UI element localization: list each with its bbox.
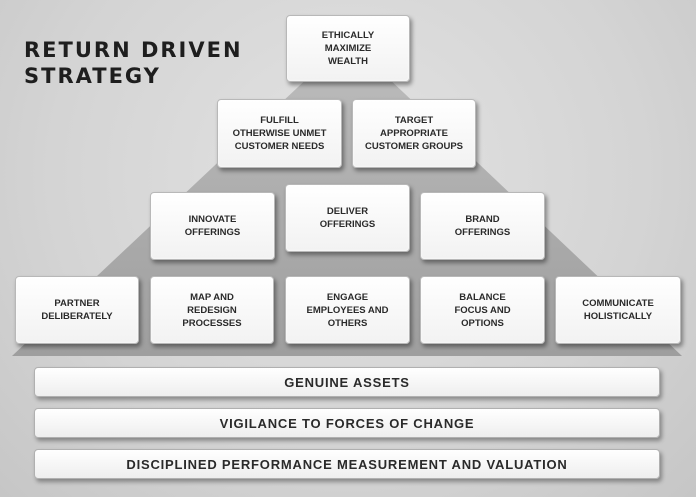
foundation-genuine-assets: GENUINE ASSETS <box>34 367 660 397</box>
box-fulfill-customer-needs: FULFILL OTHERWISE UNMET CUSTOMER NEEDS <box>217 99 342 168</box>
box-communicate-holistically: COMMUNICATE HOLISTICALLY <box>555 276 681 344</box>
foundation-vigilance: VIGILANCE TO FORCES OF CHANGE <box>34 408 660 438</box>
box-map-redesign-processes: MAP AND REDESIGN PROCESSES <box>150 276 274 344</box>
box-target-customer-groups: TARGET APPROPRIATE CUSTOMER GROUPS <box>352 99 476 168</box>
title-line-2: STRATEGY <box>24 64 161 88</box>
box-balance-focus-options: BALANCE FOCUS AND OPTIONS <box>420 276 545 344</box>
title-line-1: RETURN DRIVEN <box>24 38 243 62</box>
page-title: RETURN DRIVEN STRATEGY <box>24 37 243 89</box>
box-ethically-maximize-wealth: ETHICALLY MAXIMIZE WEALTH <box>286 15 410 82</box>
box-partner-deliberately: PARTNER DELIBERATELY <box>15 276 139 344</box>
foundation-performance-measurement: DISCIPLINED PERFORMANCE MEASUREMENT AND … <box>34 449 660 479</box>
box-brand-offerings: BRAND OFFERINGS <box>420 192 545 260</box>
box-engage-employees: ENGAGE EMPLOYEES AND OTHERS <box>285 276 410 344</box>
box-innovate-offerings: INNOVATE OFFERINGS <box>150 192 275 260</box>
box-deliver-offerings: DELIVER OFFERINGS <box>285 184 410 252</box>
